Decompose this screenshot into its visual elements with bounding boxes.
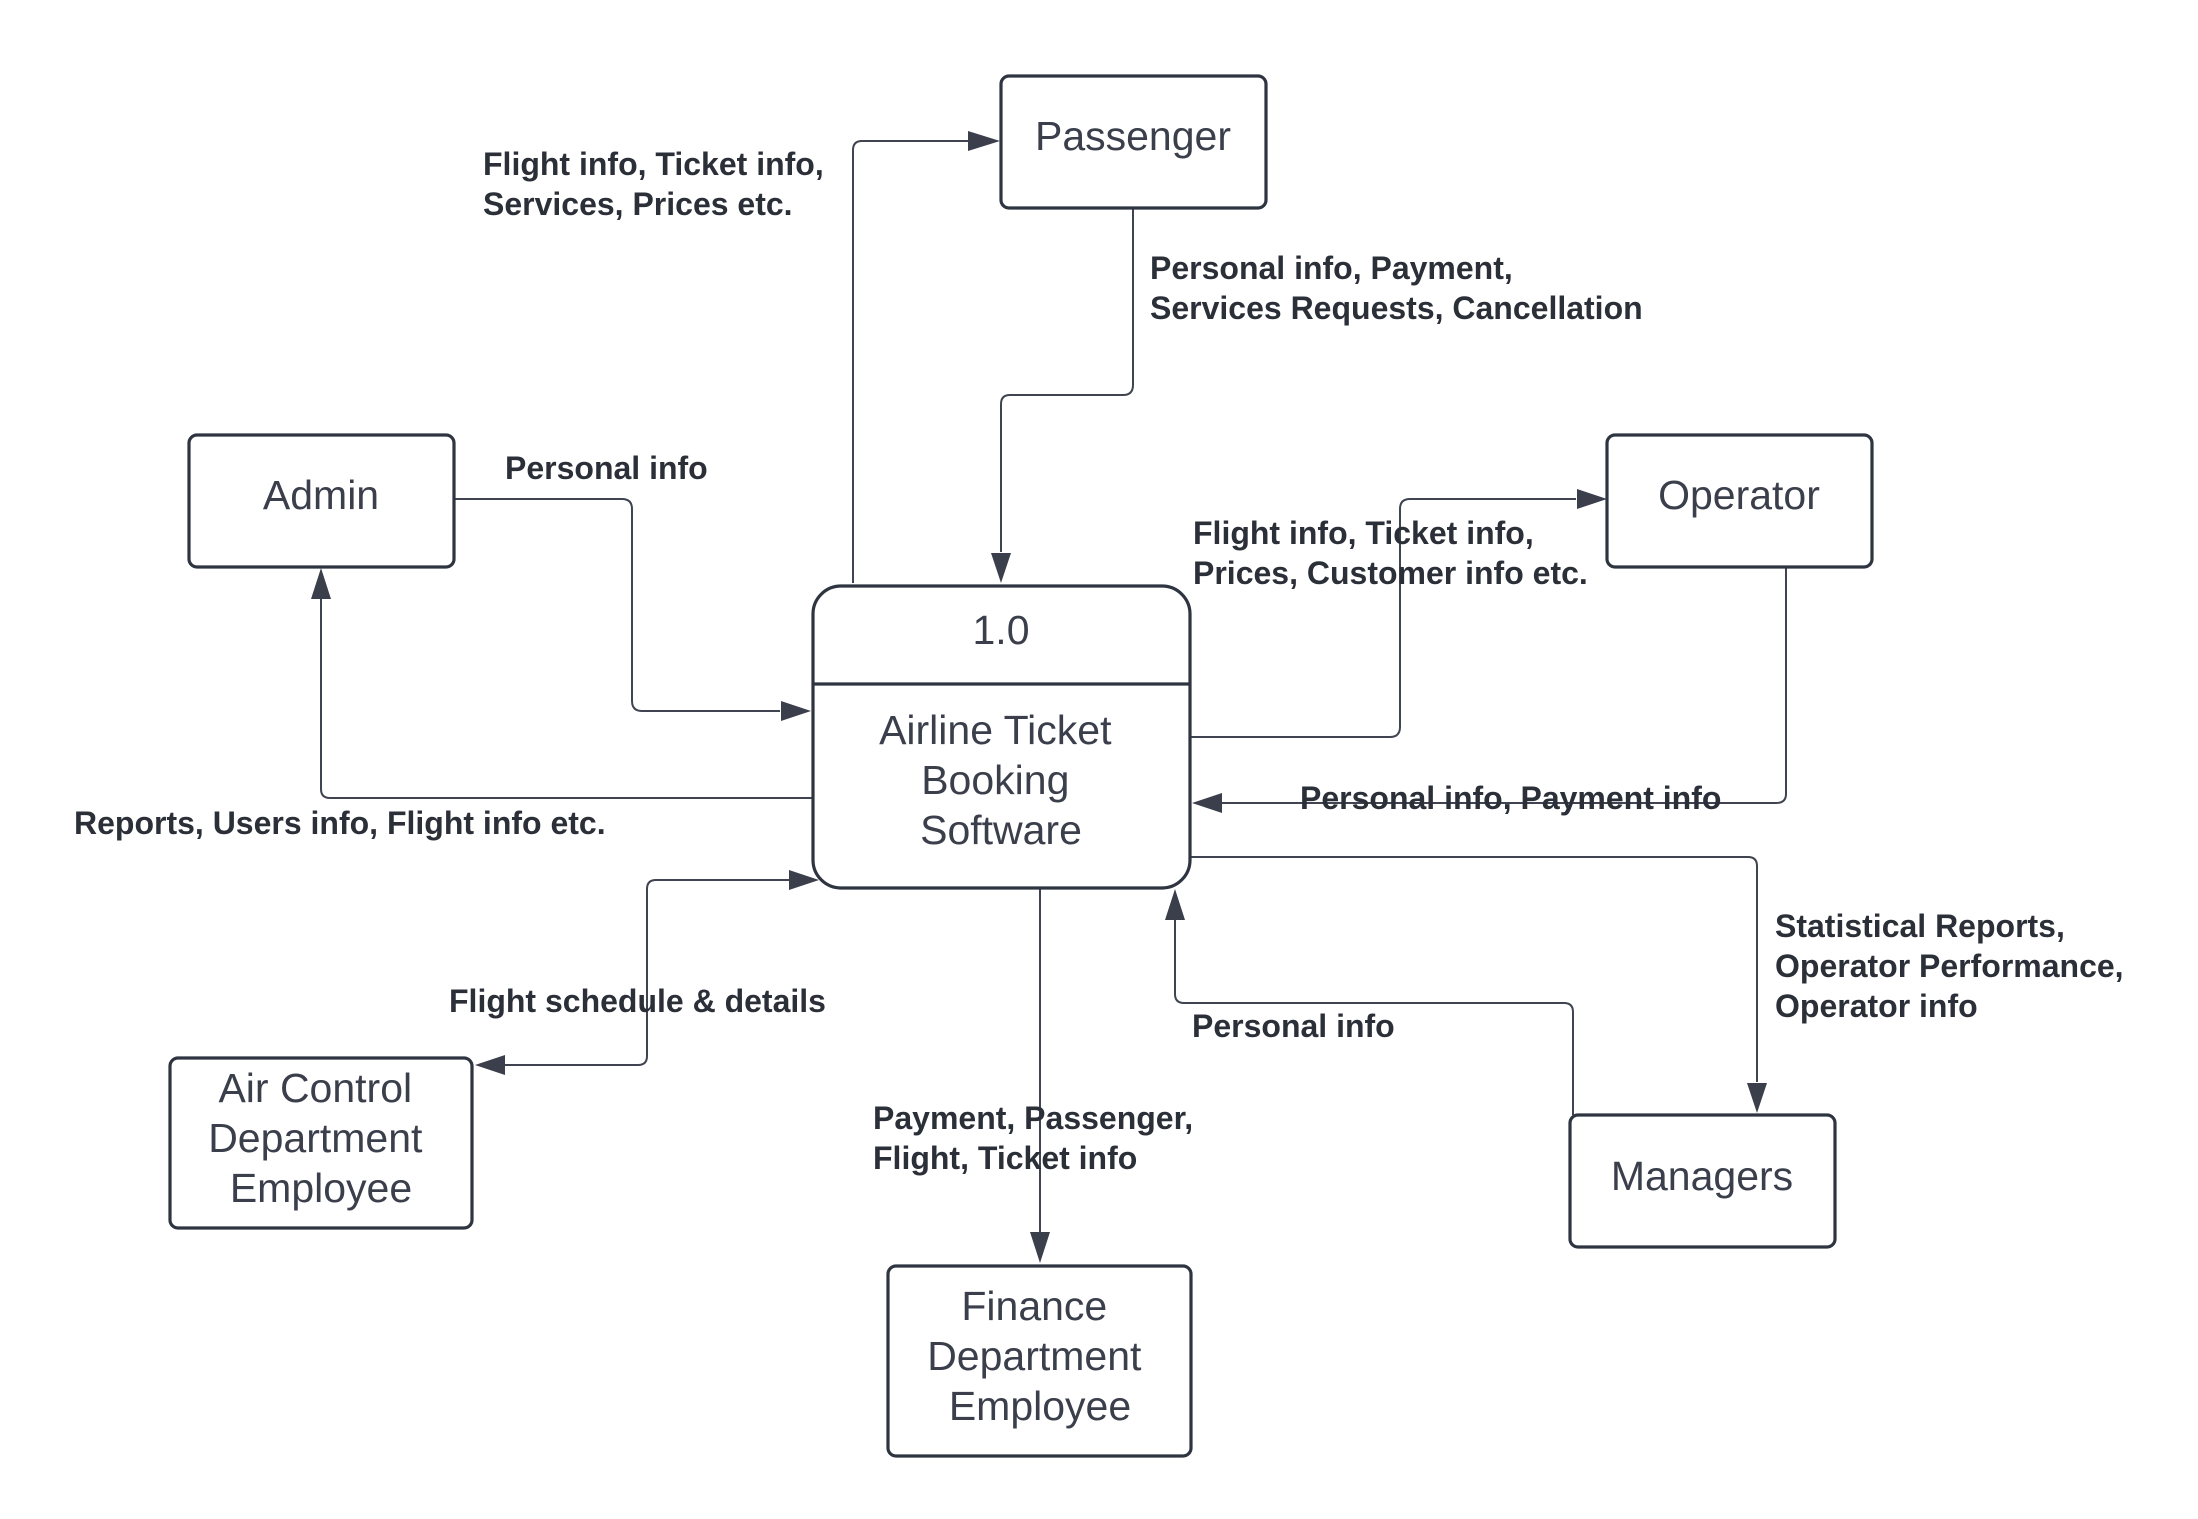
flow-label-line: Flight schedule & details	[449, 983, 826, 1019]
flow-line-to-admin	[320, 598, 813, 799]
entity-finance-line: Employee	[949, 1383, 1131, 1429]
flow-line-from-admin	[454, 498, 780, 712]
flow-label-to-finance: Payment, Passenger, Flight, Ticket info	[873, 1100, 1202, 1176]
flow-label-from-admin: Personal info	[505, 450, 708, 486]
process-name-line: Booking	[921, 757, 1069, 803]
entity-air-control-line: Department	[208, 1115, 423, 1161]
entity-managers: Managers	[1568, 1113, 1837, 1249]
flow-label-line: Flight info, Ticket info,	[483, 146, 824, 182]
flow-label-line: Personal info	[1192, 1008, 1395, 1044]
flow-label-from-passenger: Personal info, Payment, Services Request…	[1150, 250, 1643, 326]
entity-operator-label: Operator	[1658, 472, 1820, 518]
arrowhead-to-finance	[1030, 1232, 1050, 1263]
entity-admin: Admin	[187, 433, 456, 569]
flow-line-from-managers	[1174, 920, 1574, 1115]
arrowhead-from-managers	[1165, 889, 1185, 920]
flow-label-to-passenger: Flight info, Ticket info, Services, Pric…	[483, 146, 833, 222]
flow-label-line: Prices, Customer info etc.	[1193, 555, 1588, 591]
process-id: 1.0	[973, 607, 1030, 653]
flow-label-air-control: Flight schedule & details	[449, 983, 826, 1019]
flow-label-line: Operator info	[1775, 988, 1978, 1024]
entity-finance-line: Finance	[961, 1283, 1107, 1329]
entity-air-control-line: Air Control	[218, 1065, 412, 1111]
entity-passenger-label: Passenger	[1035, 113, 1231, 159]
arrowhead-to-managers	[1747, 1083, 1767, 1113]
flow-line-to-passenger	[852, 140, 970, 583]
entity-passenger: Passenger	[999, 74, 1268, 210]
entity-operator: Operator	[1605, 433, 1874, 569]
flow-label-line: Services Requests, Cancellation	[1150, 290, 1643, 326]
flow-line-from-passenger	[1000, 208, 1134, 552]
flow-label-to-admin: Reports, Users info, Flight info etc.	[74, 805, 606, 841]
flow-label-line: Personal info	[505, 450, 708, 486]
flow-line-to-operator	[1190, 498, 1576, 738]
arrowhead-to-passenger	[968, 131, 1000, 151]
arrowhead-from-operator	[1192, 793, 1222, 813]
arrowhead-to-admin	[311, 568, 331, 599]
flow-label-from-operator: Personal info, Payment info	[1300, 780, 1721, 816]
entity-admin-label: Admin	[263, 472, 379, 518]
arrowhead-to-air-control	[475, 1055, 505, 1075]
flow-label-line: Payment, Passenger,	[873, 1100, 1193, 1136]
flow-line-to-managers	[1190, 856, 1758, 1082]
arrowhead-to-process-from-air-control	[789, 870, 819, 890]
flow-label-from-managers: Personal info	[1192, 1008, 1395, 1044]
flow-line-from-operator	[1222, 567, 1787, 804]
process-name-line: Software	[920, 807, 1082, 853]
entity-finance-line: Department	[927, 1333, 1142, 1379]
flow-label-line: Flight info, Ticket info,	[1193, 515, 1534, 551]
arrowhead-to-operator	[1577, 489, 1607, 509]
entity-air-control: Air Control Department Employee	[168, 1056, 474, 1230]
flow-label-line: Personal info, Payment info	[1300, 780, 1721, 816]
process-node: 1.0 Airline Ticket Booking Software	[811, 584, 1192, 890]
flow-label-line: Flight, Ticket info	[873, 1140, 1137, 1176]
flow-label-line: Reports, Users info, Flight info etc.	[74, 805, 606, 841]
flow-label-line: Statistical Reports,	[1775, 908, 2065, 944]
entity-air-control-label: Air Control Department Employee	[208, 1065, 434, 1211]
arrowhead-from-admin	[781, 701, 811, 721]
flow-label-line: Services, Prices etc.	[483, 186, 793, 222]
entity-managers-label: Managers	[1611, 1153, 1793, 1199]
flow-line-air-control	[505, 879, 790, 1066]
flow-label-line: Personal info, Payment,	[1150, 250, 1513, 286]
process-name-line: Airline Ticket	[879, 707, 1112, 753]
process-name: Airline Ticket Booking Software	[879, 707, 1123, 853]
entity-air-control-line: Employee	[230, 1165, 412, 1211]
arrowhead-from-passenger	[991, 553, 1011, 583]
flow-label-to-operator: Flight info, Ticket info, Prices, Custom…	[1193, 515, 1588, 591]
entity-finance-label: Finance Department Employee	[927, 1283, 1153, 1429]
flow-label-line: Operator Performance,	[1775, 948, 2124, 984]
entity-finance: Finance Department Employee	[886, 1264, 1193, 1458]
flow-label-to-managers: Statistical Reports, Operator Performanc…	[1775, 908, 2132, 1024]
